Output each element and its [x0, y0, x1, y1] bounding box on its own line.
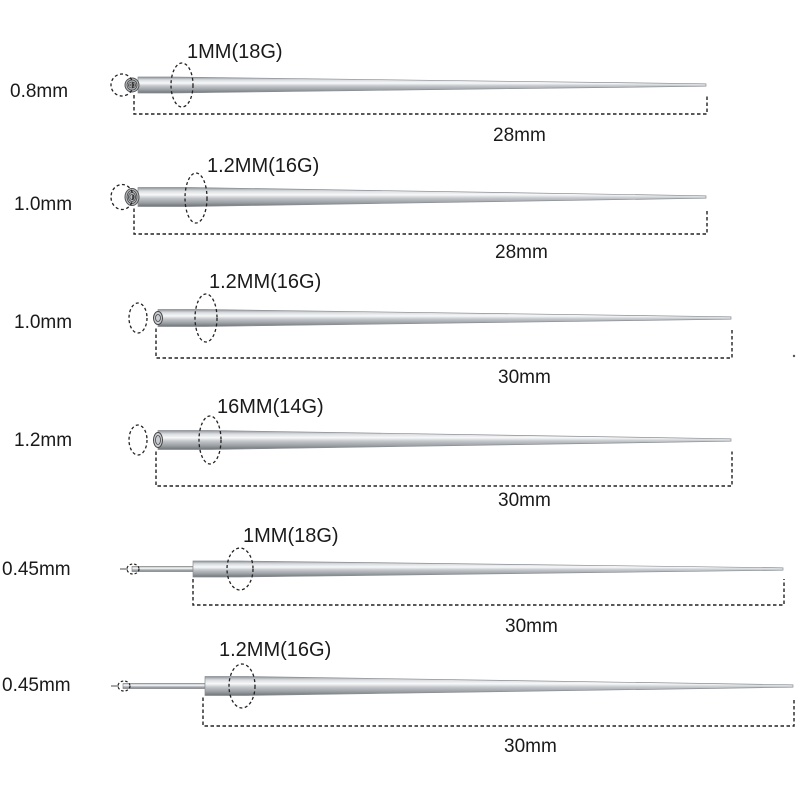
- thread-ring: [129, 194, 135, 200]
- thread-end-ring: [110, 73, 134, 97]
- gauge-ring: [228, 663, 256, 709]
- thread-end-ring: [128, 302, 148, 334]
- gauge-ring: [194, 293, 218, 343]
- gauge-label: 1MM(18G): [243, 525, 339, 547]
- length-bracket: [192, 579, 785, 606]
- taper-body: [137, 187, 707, 207]
- threadless-pin: [122, 683, 206, 689]
- length-bracket: [202, 697, 795, 727]
- taper-body: [157, 309, 732, 327]
- thread-hole-inner: [155, 435, 161, 445]
- length-bracket: [155, 328, 733, 359]
- thread-size-label: 0.45mm: [2, 675, 71, 696]
- taper-body: [204, 676, 794, 696]
- gauge-ring: [170, 62, 194, 108]
- taper-body: [192, 560, 784, 578]
- pin-end-ring: [126, 563, 140, 575]
- thread-ring: [126, 79, 138, 91]
- gauge-label: 1.2MM(16G): [207, 155, 320, 177]
- thread-hole: [153, 311, 163, 325]
- length-bracket: [133, 95, 708, 115]
- gauge-ring: [226, 547, 254, 591]
- thread-size-label: 0.45mm: [2, 559, 71, 580]
- length-label: 28mm: [495, 242, 548, 263]
- length-label: 28mm: [493, 125, 546, 146]
- thread-size-label: 1.0mm: [14, 194, 73, 215]
- stray-dot: [792, 354, 796, 358]
- thread-end-ring: [128, 424, 148, 456]
- length-bracket: [155, 451, 733, 487]
- gauge-ring: [184, 172, 208, 224]
- gauge-label: 16MM(14G): [217, 396, 324, 418]
- gauge-label: 1.2MM(16G): [219, 639, 332, 661]
- thread-size-label: 1.0mm: [14, 312, 73, 333]
- length-label: 30mm: [498, 490, 551, 511]
- length-bracket: [133, 208, 708, 235]
- gauge-label: 1MM(18G): [187, 41, 283, 63]
- gauge-label: 1.2MM(16G): [209, 271, 322, 293]
- thread-size-label: 0.8mm: [10, 81, 69, 102]
- length-label: 30mm: [505, 616, 558, 637]
- thread-end-ring: [110, 183, 134, 211]
- thread-hole-inner: [155, 314, 161, 322]
- pin-end-ring: [117, 680, 131, 692]
- taper-body: [157, 430, 732, 450]
- thread-ring: [127, 81, 136, 89]
- thread-hole: [153, 432, 163, 448]
- thread-size-label: 1.2mm: [14, 430, 73, 451]
- gauge-ring: [198, 415, 222, 465]
- threadless-pin: [131, 566, 194, 572]
- taper-body: [137, 76, 707, 94]
- length-label: 30mm: [498, 367, 551, 388]
- length-label: 30mm: [504, 736, 557, 757]
- thread-ring: [129, 83, 135, 87]
